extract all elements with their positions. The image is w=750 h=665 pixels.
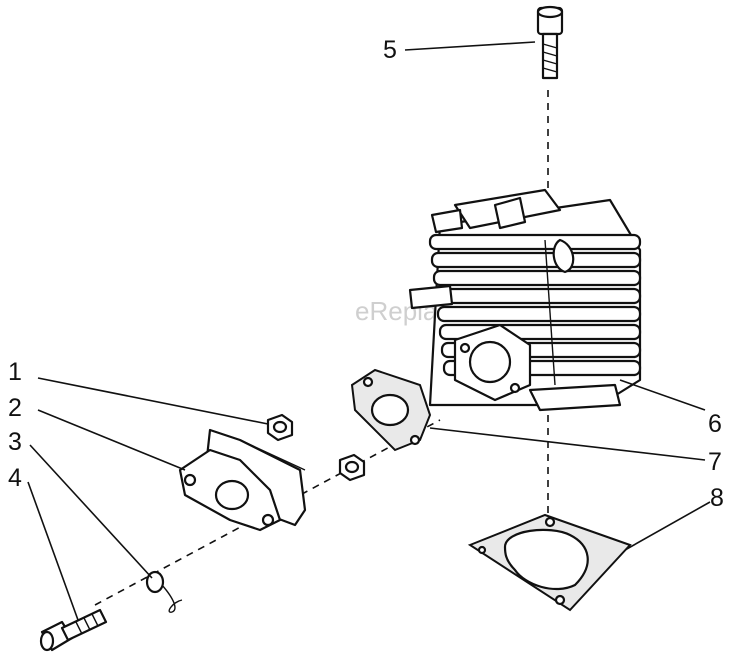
- leader-line-8: [624, 501, 711, 551]
- leader-line-1: [37, 377, 269, 425]
- clip-part: [145, 570, 183, 613]
- leader-line-7: [429, 427, 706, 461]
- callout-7: 7: [708, 448, 722, 476]
- leader-line-4: [27, 481, 79, 621]
- insulator-part: [178, 428, 307, 532]
- cylinder-part: [408, 188, 642, 412]
- callout-4: 4: [8, 464, 22, 492]
- bolt-part: [39, 608, 108, 652]
- leader-line-5: [404, 41, 536, 51]
- nut-part-lower: [338, 453, 366, 482]
- callout-2: 2: [8, 394, 22, 422]
- leader-line-2: [37, 409, 186, 471]
- callout-3: 3: [8, 428, 22, 456]
- nut-part-upper: [266, 413, 294, 442]
- base-gasket-part: [467, 513, 632, 612]
- callout-5: 5: [383, 36, 397, 64]
- leader-line-6: [619, 379, 706, 411]
- leader-line-3: [29, 444, 153, 579]
- cap-screw-part: [536, 5, 564, 80]
- callout-1: 1: [8, 358, 22, 386]
- callout-6: 6: [708, 410, 722, 438]
- callout-8: 8: [710, 484, 724, 512]
- intake-gasket-part: [350, 368, 432, 452]
